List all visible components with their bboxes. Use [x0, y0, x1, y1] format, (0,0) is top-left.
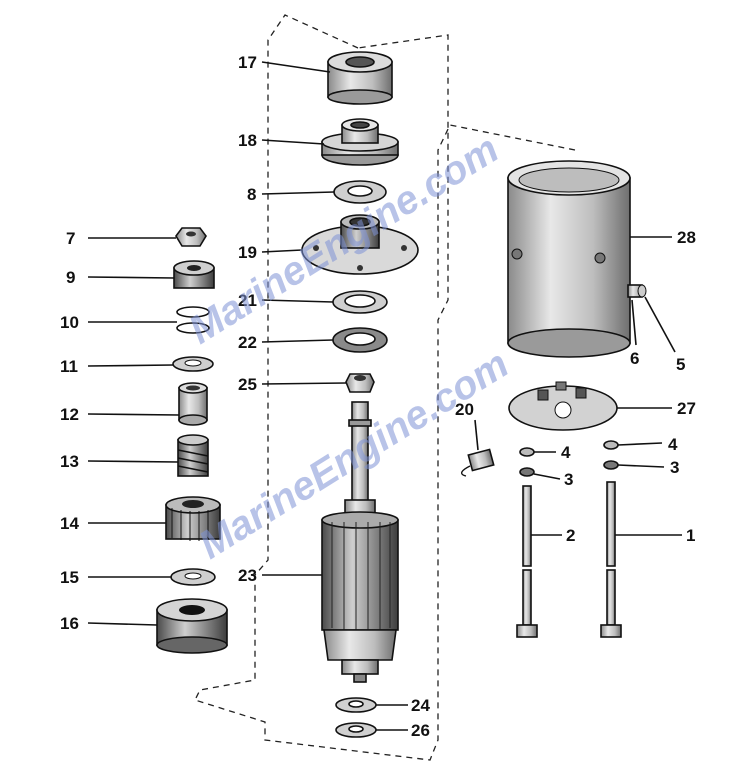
part-27-brush-plate: [508, 381, 618, 431]
part-25-nut: [345, 373, 375, 393]
callout-15: 15: [60, 568, 79, 587]
armature-group-outline: [194, 14, 449, 761]
part-11-washer: [172, 356, 214, 372]
part-2-through-bolt: [516, 485, 538, 638]
callout-5: 5: [676, 355, 685, 374]
part-28-field-frame: [507, 160, 631, 358]
callout-16: 16: [60, 614, 79, 633]
part-15-washer: [170, 568, 216, 586]
part-18-bearing-housing: [321, 118, 399, 166]
part-23-armature: [321, 401, 399, 683]
callout-17: 17: [238, 53, 257, 72]
callout-10: 10: [60, 313, 79, 332]
part-12-sleeve: [178, 382, 208, 426]
callout-6: 6: [630, 349, 639, 368]
callout-8: 8: [247, 185, 256, 204]
part-3-nut-right: [603, 460, 619, 470]
callout-1: 1: [686, 526, 695, 545]
callout-18: 18: [238, 131, 257, 150]
callout-7: 7: [66, 229, 75, 248]
part-8-thrust-washer: [333, 180, 387, 204]
part-5-6-terminal: [627, 284, 647, 298]
part-20-brush: [460, 448, 495, 477]
callout-21: 21: [238, 291, 257, 310]
callout-14: 14: [60, 514, 79, 533]
part-26-washer: [335, 722, 377, 738]
callout-2: 2: [566, 526, 575, 545]
part-9-stop-nut: [173, 260, 215, 289]
callout-26: 26: [411, 721, 430, 740]
callout-22: 22: [238, 333, 257, 352]
part-17-bearing-cap: [327, 51, 393, 105]
callout-12: 12: [60, 405, 79, 424]
part-19-commutator-end-plate: [301, 214, 419, 275]
callout-20: 20: [455, 400, 474, 419]
part-21-washer: [332, 290, 388, 314]
callout-4a: 4: [561, 443, 571, 462]
leader-lines: [87, 61, 682, 731]
part-16-drive-end-cap: [156, 598, 228, 654]
callout-labels: 17 18 8 19 21 22 25 23 24 26 7 9 10 11 1…: [60, 53, 696, 740]
callout-3a: 3: [564, 470, 573, 489]
part-22-washer: [332, 327, 388, 353]
callout-24: 24: [411, 696, 430, 715]
callout-27: 27: [677, 399, 696, 418]
callout-4b: 4: [668, 435, 678, 454]
callout-25: 25: [238, 375, 257, 394]
part-4-lockwasher-left: [519, 447, 535, 457]
callout-23: 23: [238, 566, 257, 585]
callout-19: 19: [238, 243, 257, 262]
part-14-pinion-gear: [165, 496, 221, 541]
callout-3b: 3: [670, 458, 679, 477]
part-24-washer: [335, 697, 377, 713]
part-3-nut-left: [519, 467, 535, 477]
part-1-through-bolt: [600, 481, 622, 638]
callout-11: 11: [60, 357, 78, 376]
part-7-castle-nut: [175, 227, 207, 247]
callout-9: 9: [66, 268, 75, 287]
part-4-lockwasher-right: [603, 440, 619, 450]
callout-28: 28: [677, 228, 696, 247]
part-13-screw-shaft: [177, 434, 209, 477]
part-10-spring-rings: [176, 306, 210, 334]
callout-13: 13: [60, 452, 79, 471]
